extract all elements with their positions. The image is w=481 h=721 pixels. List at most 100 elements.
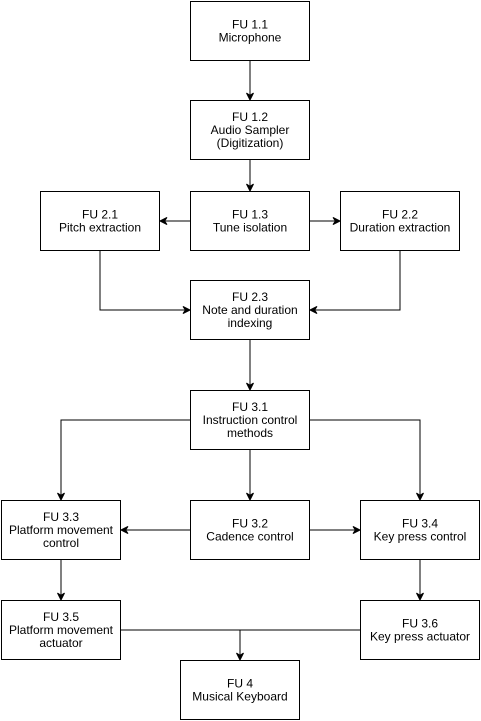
arrowhead-icon <box>119 526 129 534</box>
node-id: FU 3.6 <box>402 617 438 631</box>
node-label-line: Tune isolation <box>213 221 287 235</box>
edge-fu22-to-fu23 <box>308 251 401 314</box>
node-id: FU 1.1 <box>232 18 268 32</box>
edge-fu33-to-fu35 <box>57 560 65 602</box>
node-box <box>40 191 160 251</box>
arrowhead-icon <box>308 306 318 314</box>
node-id: FU 4 <box>227 677 253 691</box>
edge-line <box>310 419 421 496</box>
node-label-line: Pitch extraction <box>59 221 141 235</box>
node-label-line: Microphone <box>219 31 282 45</box>
node-id: FU 3.4 <box>402 517 438 531</box>
edge-fu13-to-fu22 <box>310 217 342 225</box>
node-box <box>190 390 310 450</box>
edge-fu21-to-fu23 <box>99 251 192 314</box>
node-box <box>360 600 480 660</box>
edge-fu34-to-fu36 <box>416 560 424 602</box>
node-id: FU 2.3 <box>232 290 268 304</box>
node-label-line: control <box>43 536 79 550</box>
node-label-line: methods <box>227 426 273 440</box>
node-id: FU 1.3 <box>232 208 268 222</box>
node-label-line: indexing <box>228 316 273 330</box>
edge-fu31-to-fu34 <box>310 419 424 502</box>
node-box <box>190 280 310 340</box>
node-box <box>190 191 310 251</box>
edge-fu32-to-fu33 <box>119 526 190 534</box>
node-label-line: Platform movement <box>9 623 114 637</box>
arrowhead-icon <box>246 492 254 502</box>
node-box <box>190 100 310 160</box>
arrowhead-icon <box>57 492 65 502</box>
edge-fu12-to-fu13 <box>246 160 254 193</box>
node-id: FU 3.3 <box>43 510 79 524</box>
node-id: FU 2.1 <box>82 208 118 222</box>
arrowhead-icon <box>158 217 168 225</box>
edge-fu13-to-fu21 <box>158 217 190 225</box>
node-id: FU 1.2 <box>232 110 268 124</box>
node-id: FU 3.1 <box>232 400 268 414</box>
node-label-line: actuator <box>39 636 82 650</box>
node-box <box>340 191 460 251</box>
arrowhead-icon <box>246 183 254 193</box>
node-label-line: Key press control <box>374 530 467 544</box>
node-label-line: Audio Sampler <box>211 123 290 137</box>
node-label-line: Key press actuator <box>370 630 470 644</box>
edge-fu23-to-fu31 <box>246 340 254 392</box>
node-box <box>190 500 310 560</box>
edges-layer <box>57 61 424 662</box>
arrowhead-icon <box>246 92 254 102</box>
node-id: FU 3.2 <box>232 517 268 531</box>
arrowhead-icon <box>236 652 244 662</box>
arrowhead-icon <box>416 592 424 602</box>
arrowhead-icon <box>246 382 254 392</box>
arrowhead-icon <box>416 492 424 502</box>
edge-fu35-to-fu4 <box>121 629 244 662</box>
arrowhead-icon <box>182 306 192 314</box>
node-label-line: Note and duration <box>202 303 297 317</box>
edge-fu11-to-fu12 <box>246 61 254 102</box>
edge-fu31-to-fu32 <box>246 450 254 502</box>
node-box <box>180 660 300 720</box>
edge-line <box>314 251 401 311</box>
node-id: FU 3.5 <box>43 610 79 624</box>
node-box <box>1 600 121 660</box>
node-label-line: Musical Keyboard <box>192 690 287 704</box>
node-box <box>1 500 121 560</box>
edge-fu31-to-fu33 <box>57 419 190 502</box>
node-label-line: Cadence control <box>206 530 293 544</box>
node-box <box>190 1 310 61</box>
edge-fu32-to-fu34 <box>310 526 362 534</box>
node-label-line: Platform movement <box>9 523 114 537</box>
arrowhead-icon <box>352 526 362 534</box>
node-id: FU 2.2 <box>382 208 418 222</box>
node-label-line: (Digitization) <box>217 136 284 150</box>
arrowhead-icon <box>332 217 342 225</box>
